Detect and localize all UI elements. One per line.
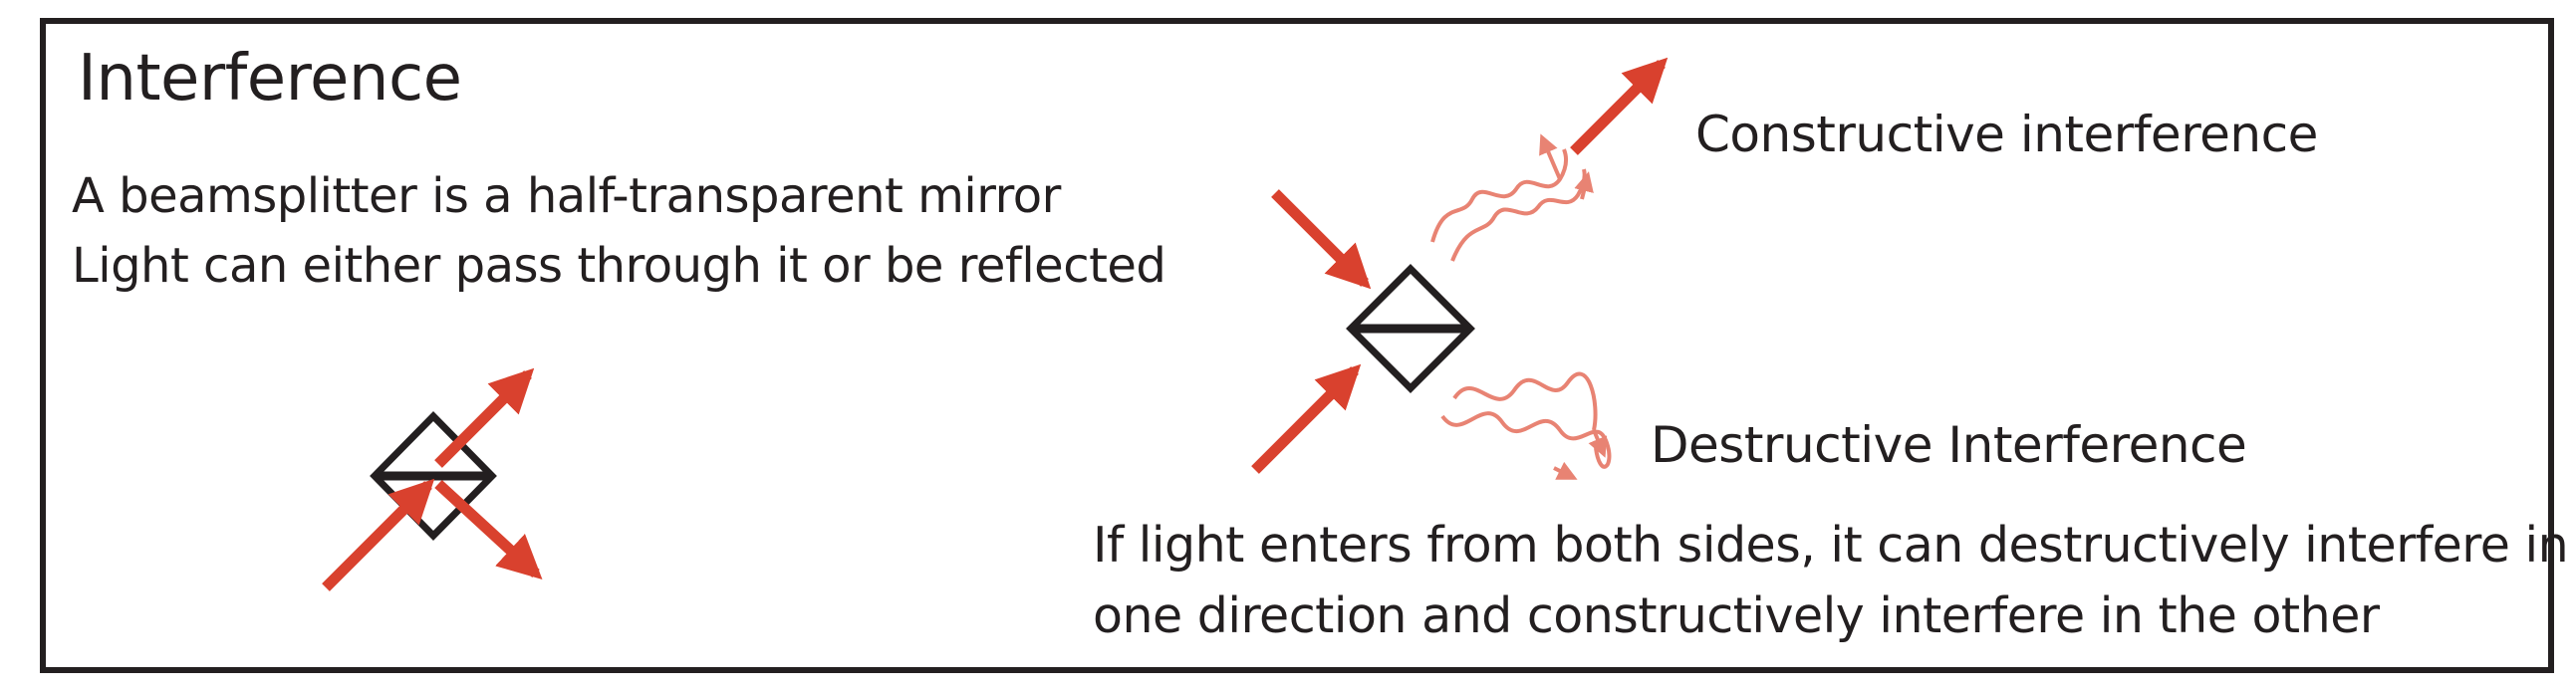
input-beam-arrow (322, 478, 435, 591)
transmitted-beam-arrow (434, 367, 535, 468)
constructive-waves (1430, 133, 1594, 262)
input-beam-upper-arrow (1271, 189, 1372, 290)
destructive-label: Destructive Interference (1651, 416, 2247, 474)
caption-line-1: If light enters from both sides, it can … (1093, 517, 2569, 574)
caption-line-2: one direction and constructively interfe… (1093, 587, 2380, 644)
intro-text: A beamsplitter is a half-transparent mir… (72, 161, 1166, 301)
constructive-label: Constructive interference (1695, 106, 2318, 163)
intro-line-2: Light can either pass through it or be r… (72, 238, 1166, 294)
intro-line-1: A beamsplitter is a half-transparent mir… (72, 168, 1061, 224)
beamsplitter-right (1346, 264, 1475, 393)
input-beam-lower-arrow (1251, 363, 1362, 474)
beamsplitter-left (370, 411, 497, 541)
reflected-beam-arrow (434, 479, 543, 579)
diagram-frame (40, 18, 2554, 673)
diagram-title: Interference (78, 42, 462, 116)
constructive-output-arrow (1570, 57, 1669, 155)
caption-text: If light enters from both sides, it can … (1093, 510, 2569, 651)
destructive-waves (1440, 371, 1612, 480)
